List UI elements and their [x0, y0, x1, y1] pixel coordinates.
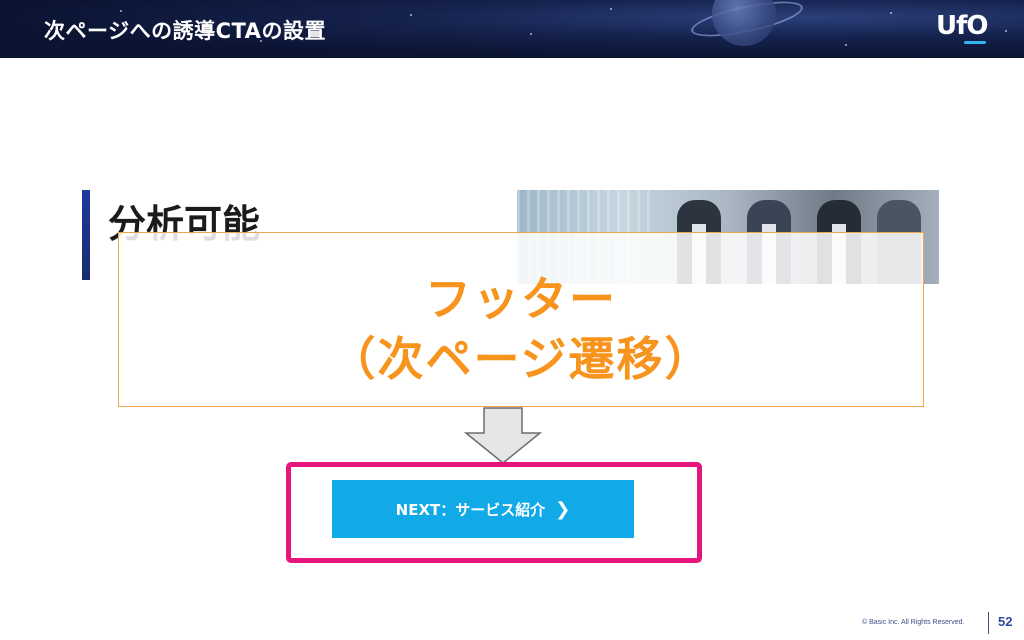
annotation-subtitle: （次ページ遷移） [329, 332, 713, 386]
annotation-title: フッター [425, 272, 617, 326]
slide-title: 次ページへの誘導CTAの設置 [44, 19, 326, 43]
star-decoration [845, 44, 847, 46]
ufo-logo: UfO [936, 11, 989, 41]
down-arrow-icon [464, 407, 542, 464]
star-decoration [530, 33, 532, 35]
star-decoration [890, 12, 892, 14]
footer-divider [988, 612, 989, 634]
star-decoration [260, 40, 262, 42]
logo-underline [964, 41, 986, 44]
star-decoration [120, 10, 122, 12]
planet-decoration [712, 0, 776, 46]
page-number: 52 [998, 614, 1013, 629]
star-decoration [610, 8, 612, 10]
chevron-right-icon: ❯ [555, 498, 571, 520]
footer-annotation-box: フッター （次ページ遷移） [118, 232, 924, 407]
header-banner: 次ページへの誘導CTAの設置 UfO [0, 0, 1024, 58]
cta-highlight-frame [286, 462, 702, 563]
next-button-label: NEXT：サービス紹介 [395, 500, 546, 519]
next-service-button[interactable]: NEXT：サービス紹介 ❯ [332, 480, 634, 538]
star-decoration [1005, 30, 1007, 32]
heading-accent-bar [82, 190, 90, 280]
star-decoration [410, 14, 412, 16]
copyright-text: © Basic Inc. All Rights Reserved. [862, 619, 965, 626]
